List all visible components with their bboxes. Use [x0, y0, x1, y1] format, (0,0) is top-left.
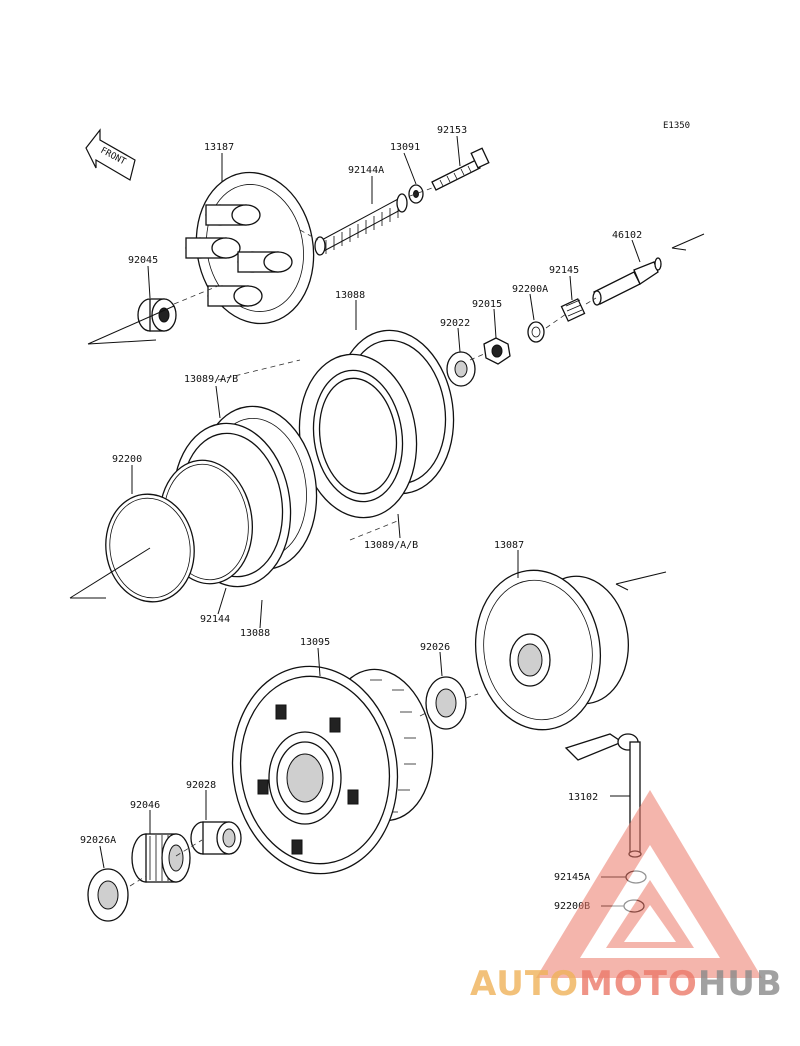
- label-92022: 92022: [440, 318, 470, 329]
- label-13089AB-bottom: 13089/A/B: [364, 540, 418, 551]
- front-arrow-icon: FRONT: [85, 128, 136, 181]
- part-labels: 13187 13091 92153 92144A 46102 92045 130…: [80, 125, 642, 912]
- leader-lines: [69, 135, 705, 907]
- label-13102: 13102: [568, 792, 598, 803]
- label-46102: 46102: [612, 230, 642, 241]
- label-92144A: 92144A: [348, 165, 384, 176]
- clutch-hub-13087: [474, 569, 630, 731]
- pushrod-46102: [592, 257, 662, 306]
- logo-part-moto: MOTO: [579, 964, 698, 1004]
- label-92145: 92145: [549, 265, 579, 276]
- steel-plate-13089-top: [298, 353, 418, 519]
- label-92200B: 92200B: [554, 901, 590, 912]
- label-92015: 92015: [472, 299, 502, 310]
- label-13088-top: 13088: [335, 290, 365, 301]
- label-92144: 92144: [200, 614, 230, 625]
- bolt-92153: [431, 147, 490, 191]
- washer-92026A: [87, 868, 129, 922]
- pressure-plate-13187: [185, 171, 315, 325]
- washer-92200A: [527, 321, 545, 343]
- label-92153: 92153: [437, 125, 467, 136]
- automotohub-logo-text: AUTOMOTOHUB: [470, 964, 783, 1004]
- label-92045: 92045: [128, 255, 158, 266]
- label-92028: 92028: [186, 780, 216, 791]
- washer-92022: [446, 351, 476, 387]
- label-92145A: 92145A: [554, 872, 590, 883]
- label-13091: 13091: [390, 142, 420, 153]
- logo-part-hub: HUB: [698, 964, 783, 1004]
- label-13095: 13095: [300, 637, 330, 648]
- label-92026A: 92026A: [80, 835, 116, 846]
- washer-92026: [425, 676, 467, 730]
- label-13088-bottom: 13088: [240, 628, 270, 639]
- spring-92144A: [314, 193, 408, 256]
- spring-92145: [560, 298, 586, 322]
- diagram-ref-code: E1350: [663, 121, 690, 131]
- label-92200: 92200: [112, 454, 142, 465]
- nut-92015: [483, 337, 511, 365]
- needle-bearing-92046: [131, 833, 191, 883]
- automotohub-watermark: [536, 790, 762, 978]
- label-92046: 92046: [130, 800, 160, 811]
- label-13187: 13187: [204, 142, 234, 153]
- svg-text:AUTOMOTOHUB: AUTOMOTOHUB: [470, 964, 783, 1004]
- label-92200A: 92200A: [512, 284, 548, 295]
- logo-part-auto: AUTO: [470, 964, 579, 1004]
- sleeve-92028: [190, 821, 242, 855]
- label-13087: 13087: [494, 540, 524, 551]
- bearing-92045: [137, 298, 177, 332]
- washer-13091: [408, 184, 424, 204]
- clutch-housing-13095: [231, 665, 434, 875]
- label-13089AB-top: 13089/A/B: [184, 374, 238, 385]
- label-92026: 92026: [420, 642, 450, 653]
